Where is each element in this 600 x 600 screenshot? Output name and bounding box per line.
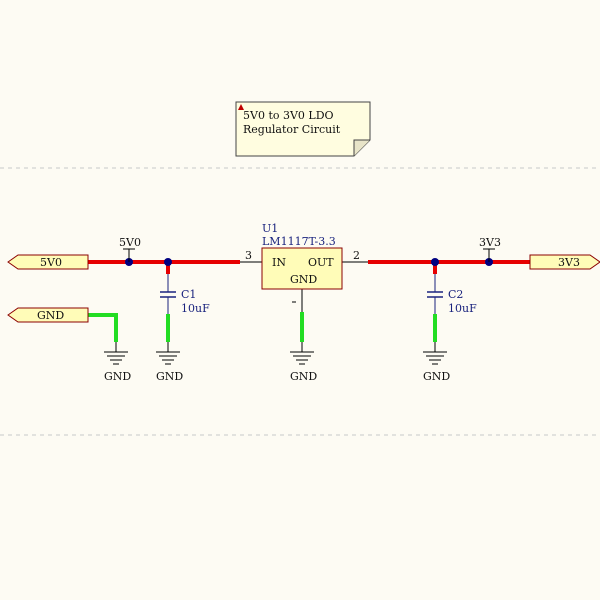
u1-pin-in-name: IN — [272, 256, 286, 269]
note-line-1: 5V0 to 3V0 LDO — [243, 109, 334, 122]
ground-label: GND — [104, 370, 131, 383]
power-label-3v3-text: 3V3 — [479, 236, 501, 249]
port-3v3-label: 3V3 — [558, 256, 580, 269]
c1-value: 10uF — [181, 302, 210, 315]
power-label-3v3[interactable]: 3V3 — [479, 236, 501, 262]
u1-designator: U1 — [262, 222, 278, 235]
ground-label: GND — [423, 370, 450, 383]
note-marker-icon — [238, 104, 244, 110]
note-line-2: Regulator Circuit — [243, 123, 341, 136]
c2-designator: C2 — [448, 288, 463, 301]
ground-label: GND — [290, 370, 317, 383]
ground-symbol[interactable]: GND — [290, 342, 317, 383]
power-label-5v0-text: 5V0 — [119, 236, 141, 249]
ground-symbol[interactable]: GND — [423, 342, 450, 383]
u1-pin-out-name: OUT — [308, 256, 334, 269]
capacitor-c2[interactable] — [427, 274, 443, 314]
u1-regulator[interactable]: IN OUT GND — [261, 247, 343, 290]
ground-label: GND — [156, 370, 183, 383]
junction-dot — [431, 258, 439, 266]
u1-part-number: LM1117T-3.3 — [262, 235, 336, 248]
note-box[interactable]: 5V0 to 3V0 LDO Regulator Circuit — [235, 101, 371, 157]
c1-designator: C1 — [181, 288, 196, 301]
port-gnd[interactable]: GND — [7, 307, 89, 323]
u1-pin-gnd-name: GND — [290, 273, 317, 286]
power-label-5v0[interactable]: 5V0 — [119, 236, 141, 262]
junction-dot — [164, 258, 172, 266]
wire-gnd-port[interactable] — [88, 313, 118, 342]
ground-symbol[interactable]: GND — [156, 342, 183, 383]
c2-value: 10uF — [448, 302, 477, 315]
ground-symbol[interactable]: GND — [104, 342, 131, 383]
port-gnd-label: GND — [37, 309, 64, 322]
port-5v0[interactable]: 5V0 — [7, 254, 89, 270]
u1-pin-out-number: 2 — [353, 249, 360, 262]
port-5v0-label: 5V0 — [40, 256, 62, 269]
u1-pin-in-number: 3 — [245, 249, 252, 262]
port-3v3[interactable]: 3V3 — [529, 254, 600, 270]
capacitor-c1[interactable] — [160, 274, 176, 314]
